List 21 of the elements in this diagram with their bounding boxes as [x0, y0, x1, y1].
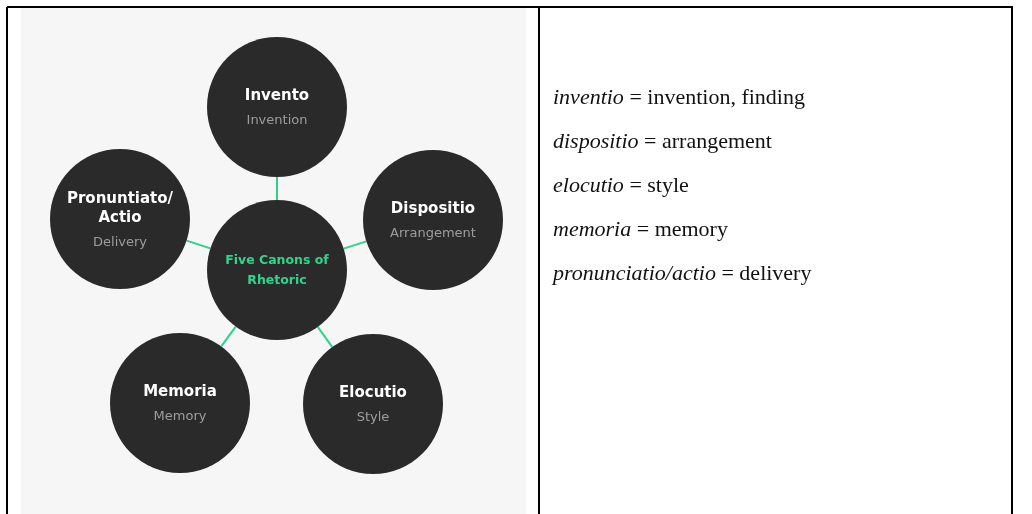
definition-text: inventio = invention, finding [553, 84, 805, 110]
english-term: Invention [246, 112, 308, 128]
latin-term: Invento [244, 86, 310, 105]
connector-line [342, 240, 368, 250]
definition-text: elocutio = style [553, 172, 689, 198]
latin-term: Memoria [143, 382, 217, 401]
latin-term: Elocutio [339, 383, 407, 402]
definition-text: memoria = memory [553, 216, 728, 242]
hub-title: Five Canons of Rhetoric [224, 251, 330, 289]
connector-line [185, 239, 212, 250]
connector-line [220, 325, 237, 348]
latin-term: Pronuntiato/ Actio [65, 188, 175, 227]
english-term: Delivery [93, 233, 147, 250]
definition-text: pronunciatio/actio = delivery [553, 260, 812, 286]
latin-term: Dispositio [390, 199, 476, 218]
connector-line [316, 325, 334, 349]
definition-text: dispositio = arrangement [553, 128, 772, 154]
connector-line [276, 176, 278, 201]
english-term: Style [356, 409, 390, 425]
english-term: Arrangement [390, 225, 476, 241]
english-term: Memory [153, 408, 207, 424]
